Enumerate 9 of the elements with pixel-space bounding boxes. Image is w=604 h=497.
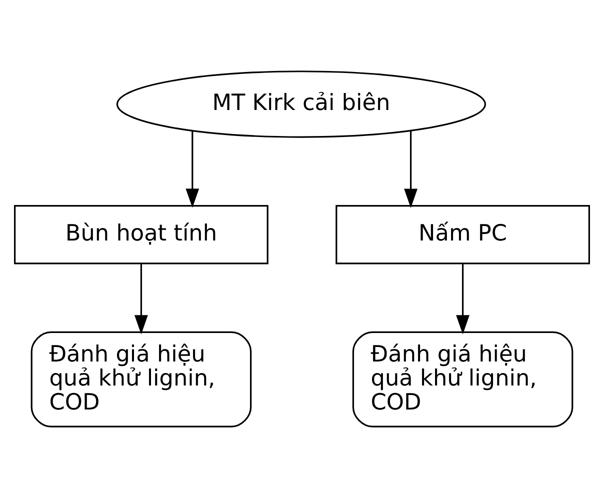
- arrow: [456, 263, 470, 334]
- node-ellipse: MT Kirk cải biên: [116, 70, 486, 138]
- node-box: Đánh giá hiệu quả khử lignin, COD: [30, 330, 252, 427]
- arrow: [186, 130, 200, 208]
- arrow: [404, 130, 418, 208]
- node-box: Nấm PC: [336, 204, 590, 264]
- node-box: Đánh giá hiệu quả khử lignin, COD: [352, 330, 574, 427]
- arrow: [134, 263, 148, 334]
- node-box: Bùn hoạt tính: [14, 204, 268, 264]
